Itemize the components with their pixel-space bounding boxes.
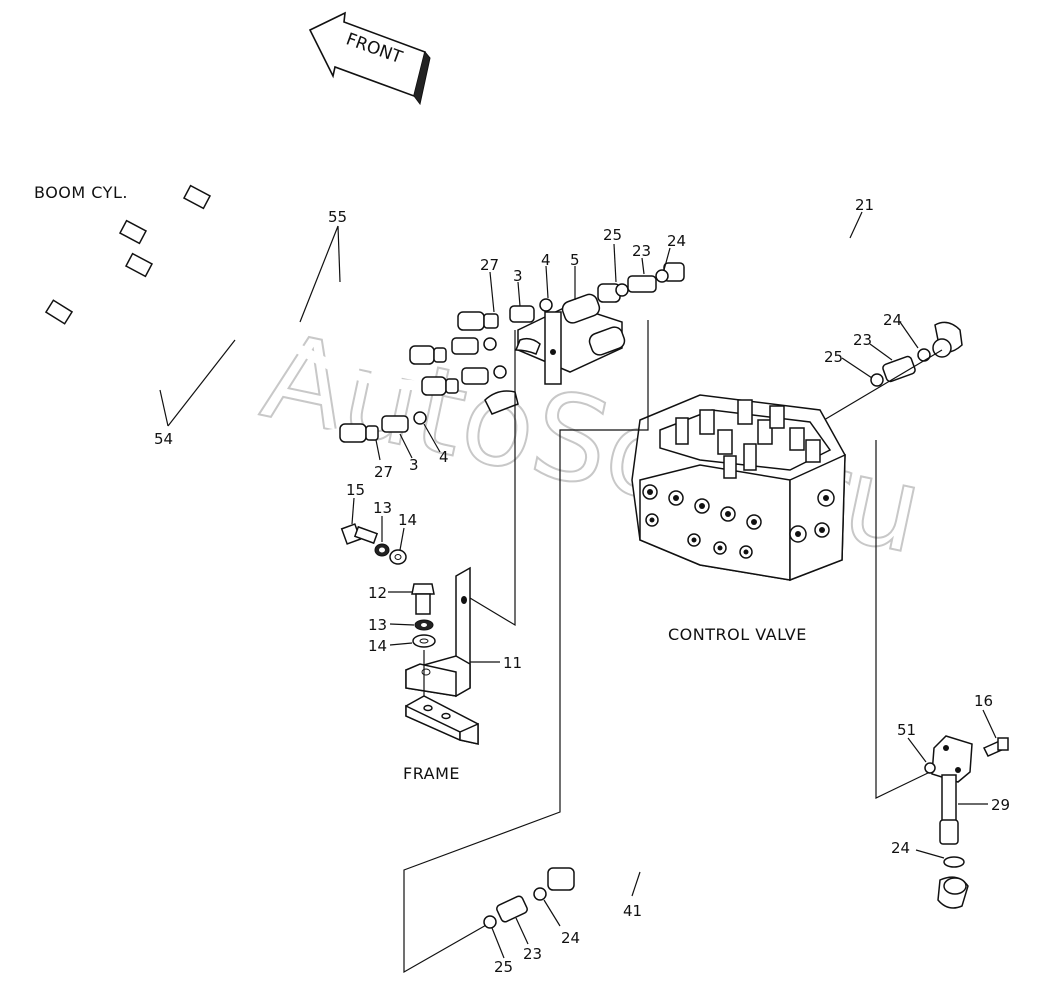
callout-24-right: 24 [883, 311, 902, 329]
callout-11: 11 [503, 654, 522, 672]
frame-block [405, 695, 479, 745]
callout-4-upper: 4 [541, 251, 551, 269]
callout-leaders [159, 211, 997, 959]
callout-4-lower: 4 [439, 448, 449, 466]
bolt-washer-set-12 [411, 583, 436, 648]
hose-54-lower [44, 299, 346, 442]
callout-41: 41 [623, 902, 642, 920]
callout-23-right: 23 [853, 331, 872, 349]
callout-3-upper: 3 [513, 267, 523, 285]
callout-13-mid: 13 [368, 616, 387, 634]
callout-3-lower: 3 [409, 456, 419, 474]
valve-ports [642, 484, 835, 559]
callout-23-lower: 23 [523, 945, 542, 963]
o-ring-51 [924, 762, 936, 774]
callout-54: 54 [154, 430, 173, 448]
callout-51: 51 [897, 721, 916, 739]
callout-15: 15 [346, 481, 365, 499]
hose-21 [663, 232, 963, 358]
manifold-block-5 [484, 293, 626, 415]
bolt-16 [982, 737, 1009, 757]
bracket-11 [405, 566, 471, 700]
caption-boom-cyl: BOOM CYL. [34, 183, 128, 202]
leader-lines [403, 320, 931, 974]
valve-spool-caps [675, 399, 821, 479]
callout-16: 16 [974, 692, 993, 710]
caption-frame: FRAME [403, 764, 460, 783]
callout-24-lower: 24 [561, 929, 580, 947]
callout-27-lower: 27 [374, 463, 393, 481]
fittings-lower-25-23-24 [483, 887, 547, 929]
callout-27-upper: 27 [480, 256, 499, 274]
callout-25-right: 25 [824, 348, 843, 366]
control-valve [631, 394, 846, 582]
callout-55: 55 [328, 208, 347, 226]
callout-24-pipe: 24 [891, 839, 910, 857]
front-arrow-icon: FRONT [308, 11, 431, 106]
callout-21: 21 [855, 196, 874, 214]
hose-54-upper [124, 252, 429, 391]
callout-14-mid: 14 [368, 637, 387, 655]
callout-numbers: 55 54 27 3 4 5 25 23 24 21 24 23 25 27 3… [154, 196, 1010, 976]
pipe-29 [931, 735, 973, 845]
hose-55-lower [118, 219, 421, 360]
callout-5: 5 [570, 251, 580, 269]
callout-12: 12 [368, 584, 387, 602]
callout-29: 29 [991, 796, 1010, 814]
callout-13-top: 13 [373, 499, 392, 517]
callout-23-upper: 23 [632, 242, 651, 260]
o-ring-24-right [943, 856, 965, 868]
callout-14-top: 14 [398, 511, 417, 529]
fittings-upper-25-23-24 [597, 269, 669, 303]
callout-25-lower: 25 [494, 958, 513, 976]
hose-55-upper [182, 184, 471, 325]
fittings-right-25-23-24 [870, 348, 931, 387]
caption-control-valve: CONTROL VALVE [668, 625, 807, 644]
hose-end-fittings [339, 298, 553, 443]
bolt-washer-set-15 [340, 523, 407, 565]
hose-41 [547, 828, 969, 909]
callout-25-upper: 25 [603, 226, 622, 244]
callout-24-upper: 24 [667, 232, 686, 250]
